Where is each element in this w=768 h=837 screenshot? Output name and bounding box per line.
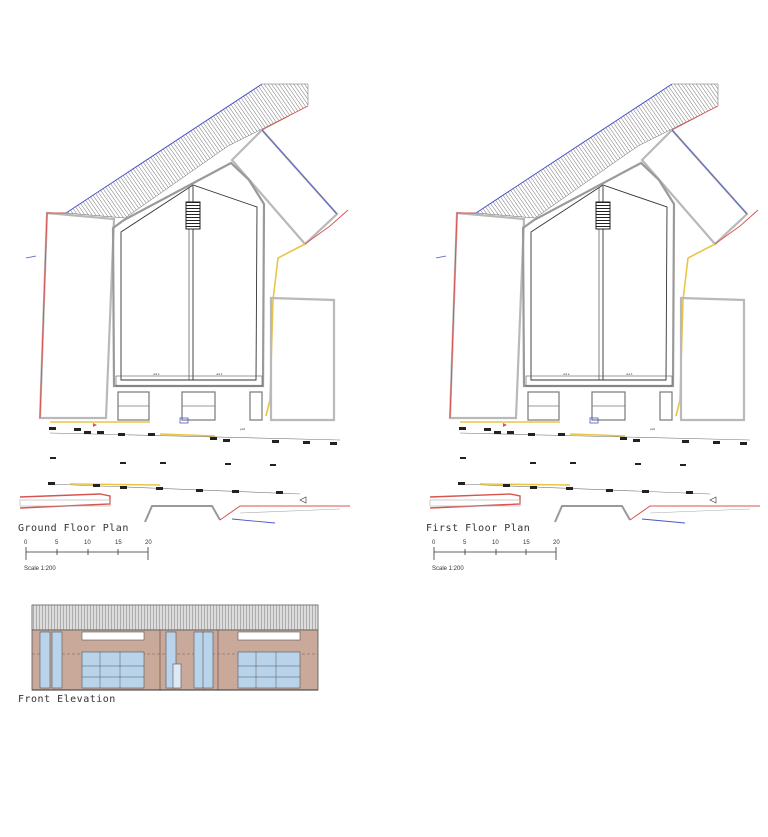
ground-scale-tick-15: 15: [115, 540, 122, 546]
first-scale-tick-10: 10: [492, 540, 499, 546]
first-scale-tick-20: 20: [553, 540, 560, 546]
ground-floor-plan: [18, 82, 352, 525]
front-elevation-title: Front Elevation: [18, 694, 116, 705]
first-floor-plan-title: First Floor Plan: [426, 523, 530, 534]
first-scale-label: Scale 1:200: [432, 566, 464, 572]
first-floor-plan: [428, 82, 762, 525]
ground-scale-tick-0: 0: [24, 540, 28, 546]
ground-scale-bar: 0 5 10 15 20 Scale 1:200: [24, 540, 152, 572]
ground-scale-label: Scale 1:200: [24, 566, 56, 572]
ground-scale-tick-5: 5: [55, 540, 59, 546]
first-scale-tick-5: 5: [463, 540, 467, 546]
first-scale-tick-0: 0: [432, 540, 436, 546]
first-scale-bar: 0 5 10 15 20 Scale 1:200: [432, 540, 560, 572]
ground-floor-plan-title: Ground Floor Plan: [18, 523, 129, 534]
first-scale-tick-15: 15: [523, 540, 530, 546]
front-elevation: [31, 604, 319, 691]
ground-scale-tick-20: 20: [145, 540, 152, 546]
ground-scale-tick-10: 10: [84, 540, 91, 546]
